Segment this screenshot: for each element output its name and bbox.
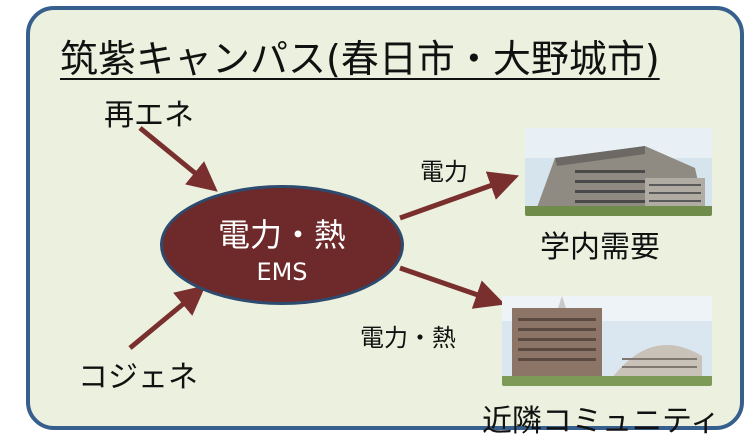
flow-label-community: 電力・熱 xyxy=(360,324,456,352)
arrow-ems-to-community xyxy=(399,265,506,309)
cogeneration-label: コジェネ xyxy=(78,360,198,395)
renewable-label: 再エネ xyxy=(104,98,194,133)
campus-building-image xyxy=(525,128,712,216)
community-building-image xyxy=(502,296,712,386)
diagram-title: 筑紫キャンパス(春日市・大野城市) xyxy=(60,37,660,81)
ems-sub-label: EMS xyxy=(256,258,308,286)
campus-demand-label: 学内需要 xyxy=(540,230,660,265)
community-label: 近隣コミュニティ xyxy=(482,404,721,439)
arrow-cogeneration-to-ems xyxy=(128,285,206,350)
ems-main-label: 電力・熱 xyxy=(217,216,346,254)
flow-label-campus: 電力 xyxy=(420,158,468,186)
arrow-renewable-to-ems xyxy=(138,126,218,192)
ems-ellipse: 電力・熱 EMS xyxy=(160,185,404,305)
arrow-ems-to-campus xyxy=(399,171,520,221)
